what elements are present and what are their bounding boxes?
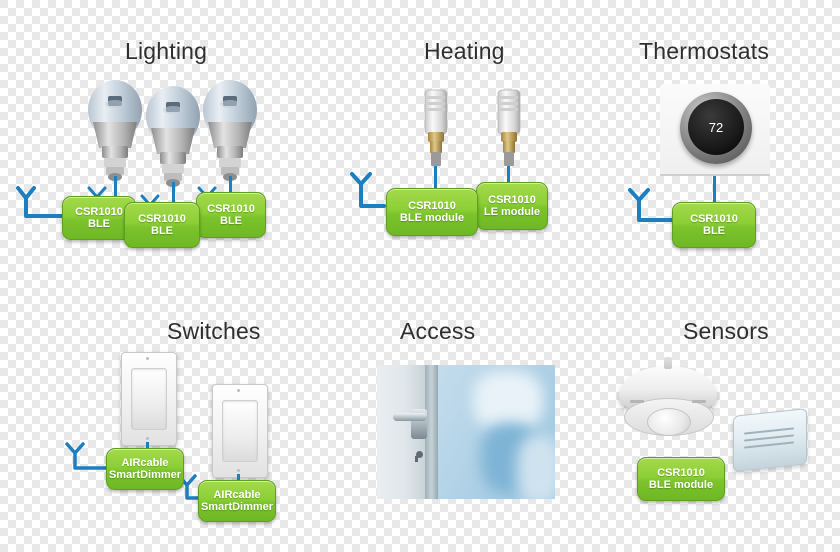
door-access-photo (377, 365, 555, 499)
category-title-switches: Switches (167, 318, 261, 344)
category-title-lighting: Lighting (125, 38, 208, 64)
photo-blur (473, 371, 543, 431)
connector-wire (114, 176, 117, 206)
smoke-detector-test-button[interactable] (647, 408, 691, 436)
module-label-line1: CSR1010 (75, 205, 123, 218)
category-title-thermostats: Thermostats (639, 38, 770, 64)
module-lighting-3[interactable]: CSR1010 BLE (196, 192, 266, 238)
category-title-sensors: Sensors (683, 318, 769, 344)
thermostat-display[interactable]: 72 (688, 99, 744, 155)
plate-screw (146, 437, 149, 440)
connector-wire (507, 166, 510, 186)
radiator-valve-icon (424, 89, 448, 166)
module-lighting-2[interactable]: CSR1010 BLE (124, 202, 200, 248)
module-label-line2: LE module (483, 206, 541, 218)
module-label-line1: CSR1010 (488, 193, 536, 206)
door-edge (425, 365, 438, 499)
antenna-icon (350, 172, 386, 208)
module-label-line2: BLE module (648, 479, 714, 491)
antenna-icon (65, 442, 114, 470)
plate-screw (237, 469, 240, 472)
wall-switch-rocker[interactable] (131, 368, 167, 430)
radiator-valve-icon (497, 89, 521, 166)
antenna-icon (16, 186, 76, 218)
light-bulb-icon (203, 80, 257, 181)
smoke-detector-mount (664, 357, 672, 369)
door-handle-lever (393, 413, 427, 421)
module-label-line1: CSR1010 (408, 199, 456, 212)
category-title-access: Access (400, 318, 476, 344)
category-title-heating: Heating (424, 38, 505, 64)
module-label-line1: AIRcable (121, 456, 169, 469)
module-label-line2: SmartDimmer (108, 469, 182, 481)
vent-slot (630, 400, 644, 403)
module-heating-2[interactable]: CSR1010 LE module (476, 182, 548, 230)
module-label-line2: BLE module (399, 212, 465, 224)
module-label-line2: SmartDimmer (200, 501, 274, 513)
module-label-line1: CSR1010 (207, 202, 255, 215)
module-switch-2[interactable]: AIRcable SmartDimmer (198, 480, 276, 522)
vent-slot (692, 400, 706, 403)
keyhole-icon (416, 451, 423, 458)
module-heating-1[interactable]: CSR1010 BLE module (386, 188, 478, 236)
connector-wire (172, 182, 175, 212)
light-bulb-icon (146, 86, 200, 187)
module-label-line2: BLE (88, 218, 110, 230)
connector-wire (229, 176, 232, 202)
module-label-line1: CSR1010 (657, 466, 705, 479)
light-bulb-icon (88, 80, 142, 181)
photo-blur (517, 435, 555, 499)
module-label-line2: BLE (220, 215, 242, 227)
plate-screw (237, 389, 240, 392)
module-switch-1[interactable]: AIRcable SmartDimmer (106, 448, 184, 490)
module-label-line1: CSR1010 (690, 212, 738, 225)
module-label-line1: CSR1010 (138, 212, 186, 225)
antenna-icon (628, 188, 678, 222)
plate-screw (146, 357, 149, 360)
thermostat-temperature: 72 (708, 119, 724, 135)
module-label-line1: AIRcable (213, 488, 261, 501)
wall-switch-rocker[interactable] (222, 400, 258, 462)
wall-shadow-line (660, 174, 770, 176)
module-label-line2: BLE (703, 225, 725, 237)
module-label-line2: BLE (151, 225, 173, 237)
module-thermostat-1[interactable]: CSR1010 BLE (672, 202, 756, 248)
module-lighting-1[interactable]: CSR1010 BLE (62, 196, 136, 240)
connector-wire (713, 176, 716, 202)
keyhole-slot (415, 456, 418, 462)
connector-wire (434, 166, 437, 190)
module-sensor-1[interactable]: CSR1010 BLE module (637, 457, 725, 501)
